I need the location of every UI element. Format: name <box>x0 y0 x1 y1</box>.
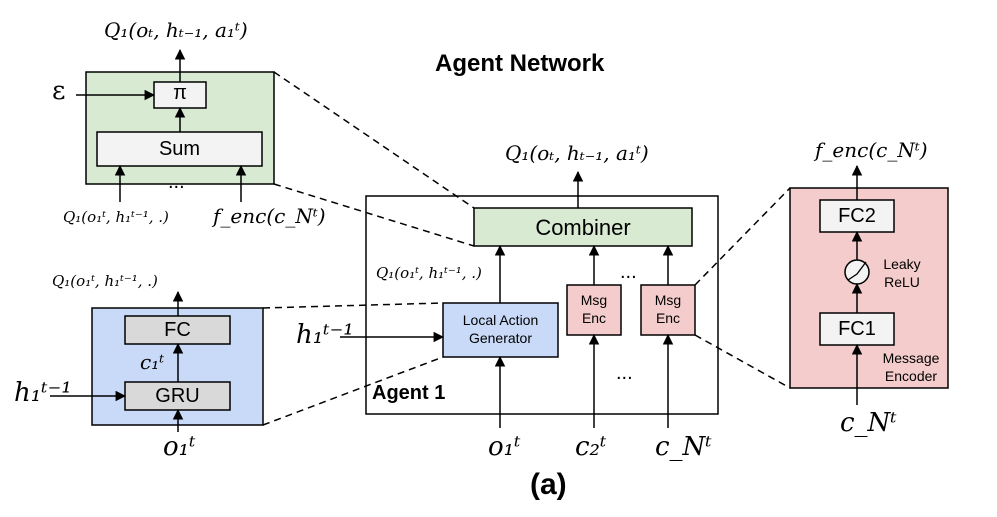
epsilon-label: ε <box>52 76 66 106</box>
center-cn-input: c_Nᵗ <box>655 432 712 462</box>
center-obs-input: o₁ᵗ <box>488 432 521 462</box>
bottom-left-hidden-input: h₁ᵗ⁻¹ <box>14 378 72 408</box>
center-q-label: Q₁(o₁ᵗ, h₁ᵗ⁻¹, .) <box>376 264 482 282</box>
msg-enc-label: Msg Enc <box>654 292 682 326</box>
diagram-title: Agent Network <box>435 50 605 77</box>
combiner-box <box>473 207 693 247</box>
center-c2-input: c₂ᵗ <box>575 432 607 462</box>
zoom-connector <box>262 302 444 309</box>
zoom-connector <box>262 356 444 426</box>
right-output-label: f_enc(c_Nᵗ) <box>815 138 928 162</box>
local-action-generator-label: Local Action Generator <box>462 312 539 346</box>
leaky-relu-label: Leaky ReLU <box>883 256 921 290</box>
sum-label: Sum <box>158 138 201 160</box>
gru-label: GRU <box>155 385 200 407</box>
combiner-label: Combiner <box>535 215 631 240</box>
fc2-label: FC2 <box>838 205 876 227</box>
center-top-ellipsis: ... <box>620 261 637 283</box>
zoom-connector <box>273 183 475 247</box>
top-left-ellipsis: ... <box>168 171 185 193</box>
zoom-connector <box>694 187 791 286</box>
c1-label: c₁ᵗ <box>140 350 165 374</box>
bottom-left-obs-input: o₁ᵗ <box>163 432 196 462</box>
center-hidden-input: h₁ᵗ⁻¹ <box>296 320 354 350</box>
agent-label: Agent 1 <box>372 382 446 404</box>
center-output-label: Q₁(oₜ, hₜ₋₁, a₁ᵗ) <box>505 141 649 165</box>
leaky-relu-curve-icon <box>847 261 867 281</box>
local-action-generator-box <box>442 302 559 358</box>
fc-label: FC <box>164 319 191 341</box>
msg-enc-label: Msg Enc <box>580 292 608 326</box>
zoom-connector <box>694 334 791 389</box>
top-left-input-q: Q₁(o₁ᵗ, h₁ᵗ⁻¹, .) <box>63 208 169 226</box>
right-cn-input: c_Nᵗ <box>840 408 897 438</box>
zoom-connector <box>273 71 475 209</box>
pi-label: π <box>173 82 187 104</box>
center-bottom-ellipsis: ... <box>616 362 633 384</box>
subfigure-label: (a) <box>530 468 567 501</box>
fc1-label: FC1 <box>838 318 876 340</box>
bottom-left-output-label: Q₁(o₁ᵗ, h₁ᵗ⁻¹, .) <box>52 272 158 290</box>
top-left-input-fenc: f_enc(c_Nᵗ) <box>213 204 326 228</box>
top-left-output-label: Q₁(oₜ, hₜ₋₁, a₁ᵗ) <box>104 18 248 42</box>
message-encoder-caption: Message Encoder <box>882 350 940 384</box>
fc2-box <box>819 199 895 233</box>
